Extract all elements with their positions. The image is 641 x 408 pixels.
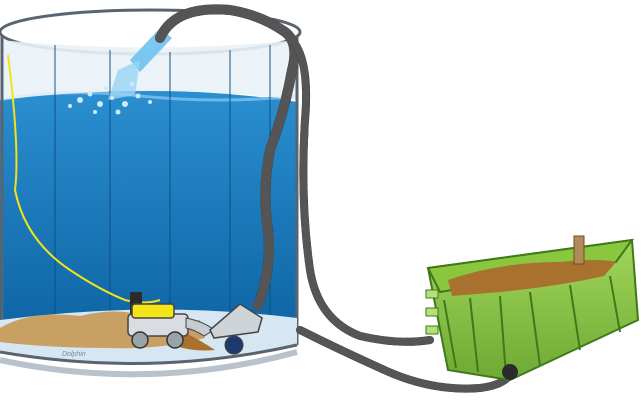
filter-bin bbox=[425, 235, 640, 382]
sludge bbox=[448, 260, 616, 296]
suction-hose bbox=[155, 4, 516, 393]
suction-head bbox=[209, 303, 263, 355]
robot-logo-text: Dolphin bbox=[62, 351, 86, 358]
pool-cleaner-robot bbox=[127, 292, 215, 349]
